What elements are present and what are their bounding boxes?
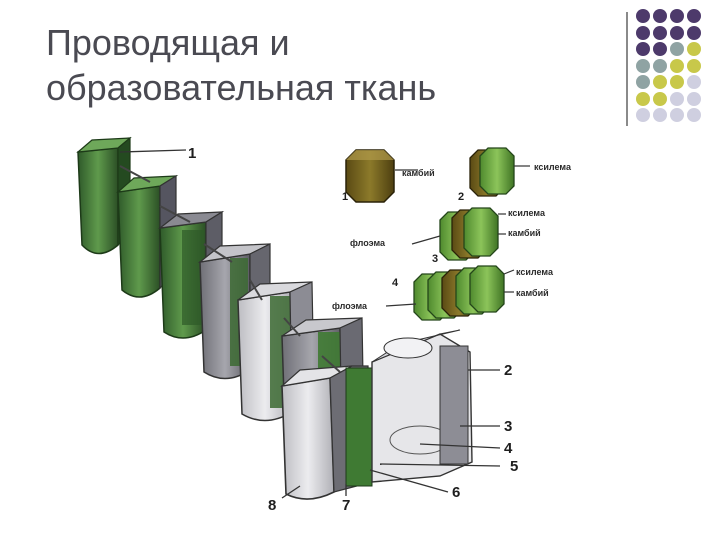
slide-title-line1: Проводящая и (46, 22, 290, 63)
main-label-5: 5 (510, 458, 518, 475)
inset-label-xylem-3: ксилема (508, 208, 546, 218)
main-number-labels: 1 2 3 4 5 6 7 8 (188, 145, 518, 514)
inset-label-cambium-3: камбий (508, 228, 541, 238)
decorative-dot (636, 91, 650, 106)
inset-cambium-stages: камбий ксилема ксилема камбий флоэма кси… (332, 147, 572, 321)
inset-label-xylem-4: ксилема (516, 267, 554, 277)
decorative-dot (636, 42, 650, 56)
decorative-dot (670, 9, 684, 23)
inset-leader-xylem-4 (503, 269, 515, 275)
decorative-dot (653, 75, 667, 89)
inset-label-cambium-4: камбий (516, 288, 549, 298)
inset-leader-phloem-4 (385, 303, 417, 307)
decorative-dot (670, 108, 684, 122)
decorative-dot (636, 58, 650, 73)
decorative-dot (687, 58, 701, 73)
decorative-dot (670, 75, 684, 89)
decorative-dot (653, 58, 667, 73)
decorative-dot (636, 75, 650, 89)
main-label-7: 7 (342, 497, 350, 514)
decorative-dot (687, 108, 701, 122)
decorative-dot (653, 42, 667, 56)
main-label-8: 8 (268, 497, 276, 514)
decorative-dot-grid (636, 9, 712, 127)
inset-label-phloem-4: флоэма (332, 301, 368, 311)
inset-stage-number-1: 1 (342, 191, 348, 203)
inset-leader-phloem-3 (411, 235, 441, 245)
decorative-dot (636, 108, 650, 122)
decorative-dot (653, 108, 667, 122)
inset-label-cambium-1: камбий (402, 168, 435, 178)
inset-stage-number-2: 2 (458, 191, 464, 203)
decorative-dot (687, 91, 701, 106)
main-label-4: 4 (504, 440, 513, 457)
inset-label-xylem-2: ксилема (534, 162, 572, 172)
inset-label-phloem-3: флоэма (350, 238, 386, 248)
main-leader-lines (119, 149, 501, 499)
decorative-dot (636, 9, 650, 23)
decorative-dot (687, 25, 701, 40)
decorative-dot (653, 9, 667, 23)
decorative-dot (670, 58, 684, 73)
inset-stage-4-cells (413, 265, 505, 321)
inset-stage-number-4: 4 (392, 277, 399, 289)
inset-stage-1-cell (345, 149, 395, 203)
inset-stage-number-3: 3 (432, 253, 438, 265)
main-label-1: 1 (188, 145, 196, 162)
decorative-dot (687, 42, 701, 56)
slide-title: Проводящая и образовательная ткань (46, 20, 606, 110)
decorative-dot (636, 25, 650, 40)
decorative-dot (670, 91, 684, 106)
decorative-dot (653, 25, 667, 40)
developmental-series (76, 136, 473, 500)
decorative-dot (670, 25, 684, 40)
decorative-dot (670, 42, 684, 56)
decorative-dot (687, 9, 701, 23)
main-label-3: 3 (504, 418, 512, 435)
inset-stage-2-cells (469, 147, 515, 197)
decorative-dot (653, 91, 667, 106)
stage-arrows (119, 165, 341, 373)
slide-title-line2: образовательная ткань (46, 67, 437, 108)
main-label-2: 2 (504, 362, 512, 379)
main-label-6: 6 (452, 484, 460, 501)
decorative-divider (626, 12, 628, 126)
decorative-dot (687, 75, 701, 89)
inset-stage-3-cells (439, 207, 499, 261)
